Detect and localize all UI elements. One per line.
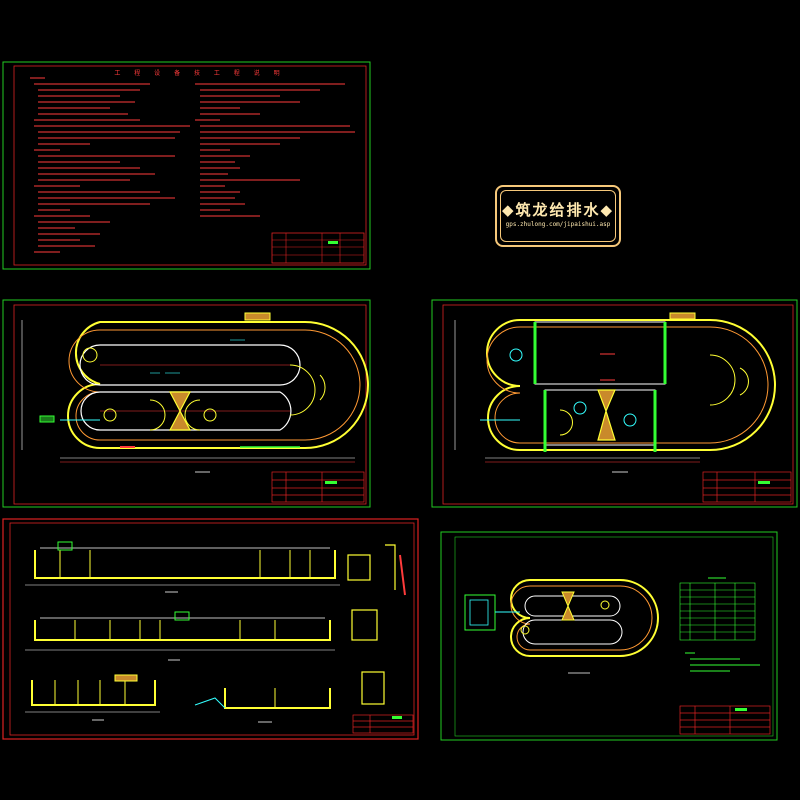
oxidation-ditch-plan-left — [21, 312, 369, 473]
notes-title: 工 程 设 备 技 工 程 说 明 — [114, 70, 286, 77]
logo-main-text: ◆筑龙给排水◆ — [501, 201, 615, 219]
notes-text-left-column — [30, 77, 190, 253]
notes-title-block — [271, 232, 365, 264]
logo-url-text: gps.zhulong.com/jipaishui.asp — [505, 221, 611, 228]
plan-left-title-block — [271, 471, 365, 503]
layout-notes — [685, 652, 760, 672]
layout-sheet-frame — [440, 531, 778, 741]
section-sheet-frame — [2, 518, 419, 740]
section-title-block — [352, 714, 414, 734]
equipment-table — [679, 577, 756, 641]
plan-right-title-block — [702, 471, 792, 503]
notes-sheet-frame — [2, 61, 371, 270]
process-layout-plan — [464, 579, 659, 674]
oxidation-ditch-plan-right — [454, 312, 776, 473]
layout-title-block — [679, 705, 771, 735]
plan-sheet-right-frame — [431, 299, 798, 508]
section-views — [25, 541, 406, 723]
notes-text-right-column — [195, 83, 355, 217]
zhulong-logo-stamp: ◆筑龙给排水◆ gps.zhulong.com/jipaishui.asp — [495, 185, 621, 247]
